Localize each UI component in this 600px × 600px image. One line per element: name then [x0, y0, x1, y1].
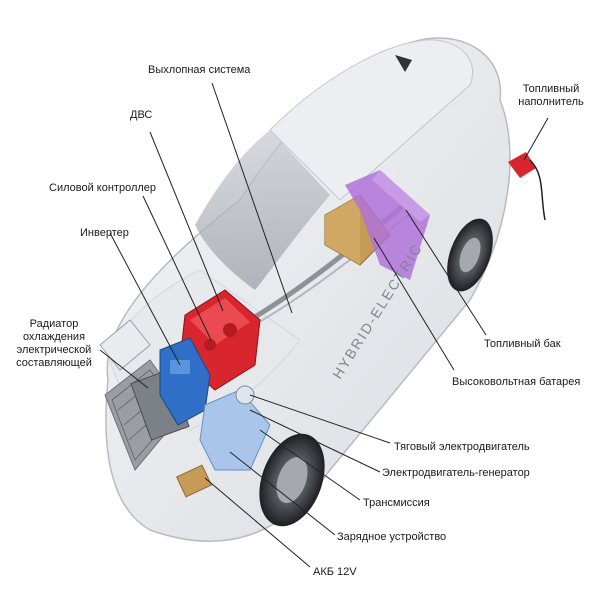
antenna: [395, 55, 412, 72]
label-power-controller: Силовой контроллер: [49, 182, 157, 194]
roof: [269, 39, 474, 201]
label-charger: Зарядное устройство: [337, 531, 447, 543]
label-hv-battery: Высоковольтная батарея: [452, 376, 581, 388]
label-fuel-tank: Топливный бак: [484, 338, 561, 350]
rear-wheel: [447, 218, 493, 292]
hv-battery: [345, 170, 430, 280]
label-battery-12v: АКБ 12V: [313, 566, 357, 578]
windshield: [195, 130, 330, 290]
headlight: [99, 319, 151, 371]
label-traction-motor: Тяговый электродвигатель: [394, 441, 530, 453]
label-exhaust-system: Выхлопная система: [148, 64, 251, 76]
label-radiator: Радиатор охлаждения электрической состав…: [16, 318, 92, 369]
front-wheel: [259, 433, 325, 527]
label-fuel-filler: Топливный наполнитель: [518, 83, 584, 108]
fuel-nozzle: [508, 152, 546, 221]
inverter-block: [159, 337, 211, 426]
battery-12v: [175, 464, 213, 498]
leader-lines: [99, 82, 549, 568]
label-ice: ДВС: [130, 109, 153, 121]
motor-generator-block: [199, 385, 271, 471]
label-inverter: Инвертер: [80, 227, 129, 239]
label-motor-generator: Электродвигатель-генератор: [382, 467, 530, 479]
label-transmission: Трансмиссия: [363, 497, 430, 509]
